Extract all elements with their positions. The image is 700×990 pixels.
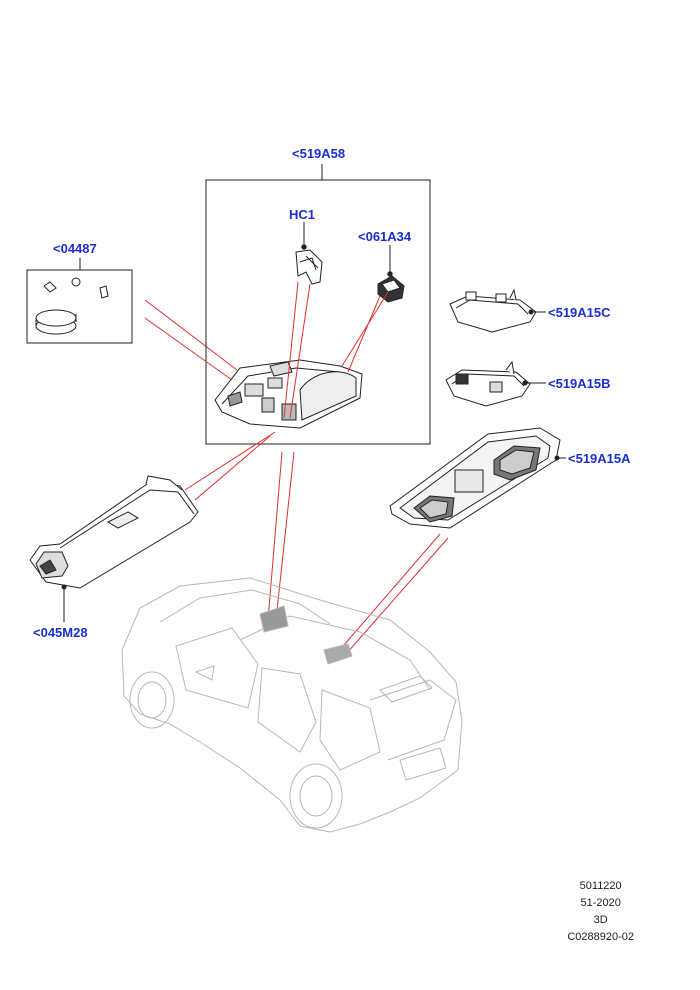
callout-bezel-c[interactable]: <519A15C bbox=[548, 305, 611, 320]
callout-hc1[interactable]: HC1 bbox=[289, 207, 316, 222]
bezel-a bbox=[389, 427, 566, 529]
reference-line-1: 5011220 bbox=[579, 880, 622, 892]
bezel-b bbox=[445, 360, 546, 407]
switch-part bbox=[377, 245, 405, 303]
callout-bezel-b[interactable]: <519A15B bbox=[548, 376, 611, 391]
reference-line-4: C0288920-02 bbox=[567, 931, 634, 943]
callout-main-module[interactable]: <519A58 bbox=[292, 146, 346, 161]
console-housing bbox=[214, 359, 363, 429]
main-module-box bbox=[205, 164, 431, 445]
vehicle-outline bbox=[121, 577, 463, 833]
leader-lines bbox=[144, 281, 449, 655]
reference-line-3: 3D bbox=[593, 914, 608, 926]
hc1-connector bbox=[295, 222, 323, 285]
callout-kit[interactable]: <04487 bbox=[53, 241, 97, 256]
bezel-c bbox=[449, 288, 546, 333]
callout-lamp[interactable]: <045M28 bbox=[33, 625, 88, 640]
lamp-part bbox=[29, 475, 199, 622]
callout-bezel-a[interactable]: <519A15A bbox=[568, 451, 631, 466]
reference-block: 5011220 51-2020 3D C0288920-02 bbox=[567, 878, 634, 946]
callout-switch[interactable]: <061A34 bbox=[358, 229, 412, 244]
reference-line-2: 51-2020 bbox=[580, 897, 621, 909]
kit-box bbox=[26, 258, 133, 344]
